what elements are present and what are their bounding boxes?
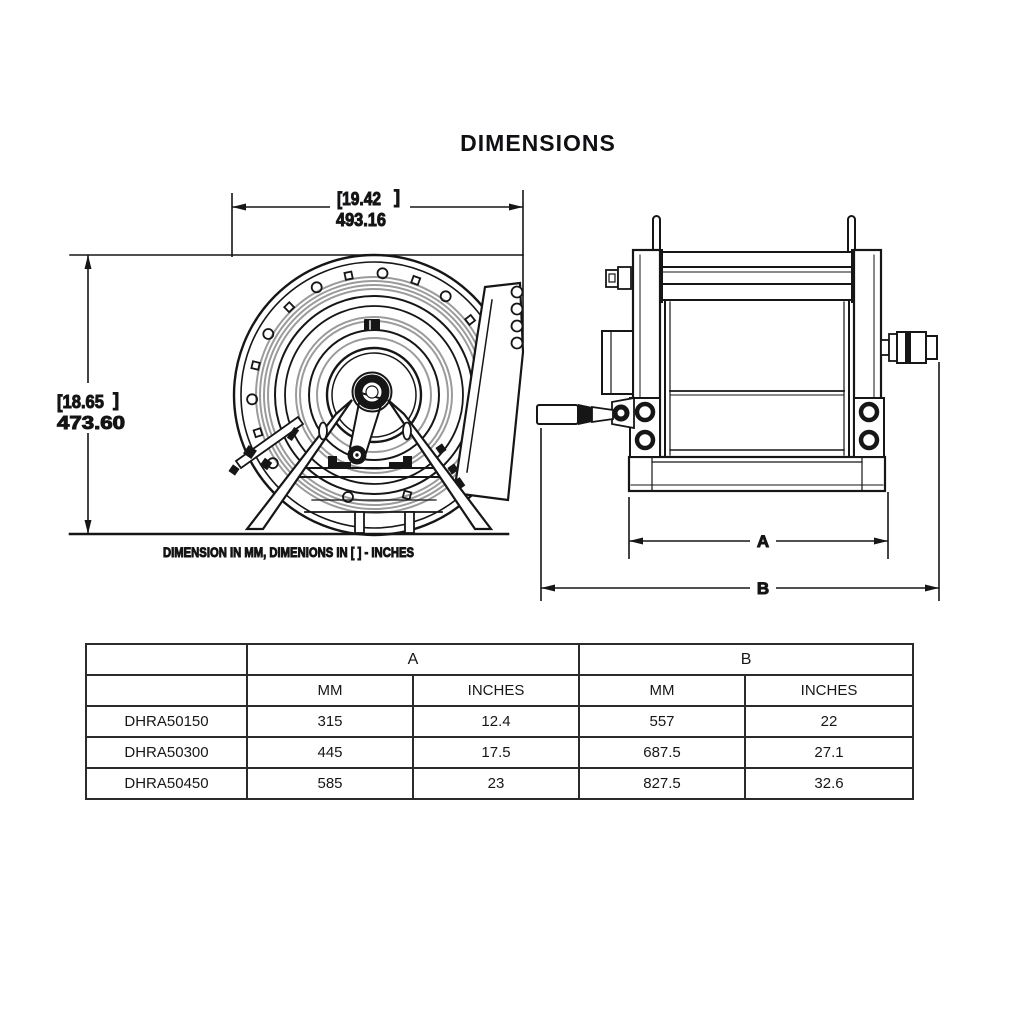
width-dim-mm: 493.16 xyxy=(336,210,386,230)
width-dim-bracket: ] xyxy=(394,187,400,207)
model-cell: DHRA50300 xyxy=(85,736,248,769)
front-view-dimensions: [19.42 ] 493.16 [18.65 ] 473.60 DIMENSIO… xyxy=(57,187,524,561)
corner-bolt-plates xyxy=(629,397,885,458)
height-dim-mm: 473.60 xyxy=(57,413,125,433)
value-cell: 827.5 xyxy=(578,767,747,800)
subheader-a-mm: MM xyxy=(246,674,414,707)
mounting-bracket xyxy=(452,281,525,502)
side-view-drawing xyxy=(536,215,938,493)
value-cell: 12.4 xyxy=(411,705,581,738)
dim-b-label: B xyxy=(757,579,769,598)
value-cell: 687.5 xyxy=(578,736,747,769)
empty-header-cell xyxy=(85,674,248,707)
axle-crossbar xyxy=(299,456,443,513)
table-row: DHRA50300 445 17.5 687.5 27.1 xyxy=(85,736,915,769)
crank-arm xyxy=(347,371,393,465)
side-view-dimensions: A B xyxy=(540,362,940,601)
group-header-b: B xyxy=(578,643,915,676)
table-row: DHRA50450 585 23 827.5 32.6 xyxy=(85,767,915,800)
flange-bolt-holes xyxy=(246,267,477,503)
value-cell: 32.6 xyxy=(744,767,915,800)
model-cell: DHRA50150 xyxy=(85,705,248,738)
width-dim-inches: [19.42 xyxy=(337,189,381,209)
height-dim-inches: [18.65 xyxy=(57,392,104,412)
hose-clamp xyxy=(364,319,380,331)
units-caption: DIMENSION IN MM, DIMENIONS IN [ ] - INCH… xyxy=(163,544,414,560)
table-row: DHRA50150 315 12.4 557 22 xyxy=(85,705,915,738)
group-header-a: A xyxy=(245,643,581,676)
latch-assembly xyxy=(228,415,305,476)
value-cell: 585 xyxy=(246,767,414,800)
ratchet-pawl xyxy=(435,443,466,489)
page-title: DIMENSIONS xyxy=(460,130,616,156)
dim-a-label: A xyxy=(757,532,769,551)
drum xyxy=(664,301,850,456)
crank-handle xyxy=(536,396,635,430)
value-cell: 445 xyxy=(246,736,414,769)
table-subheader-row: MM INCHES MM INCHES xyxy=(85,674,915,707)
subheader-b-mm: MM xyxy=(578,674,747,707)
front-view-drawing xyxy=(68,253,525,537)
value-cell: 315 xyxy=(246,705,414,738)
left-fittings xyxy=(601,266,634,395)
value-cell: 557 xyxy=(578,705,747,738)
height-dim-bracket: ] xyxy=(113,390,119,410)
swivel-inlet-fitting xyxy=(880,331,938,364)
value-cell: 23 xyxy=(411,767,581,800)
base-frame xyxy=(627,455,887,493)
subheader-b-inches: INCHES xyxy=(744,674,915,707)
model-cell: DHRA50450 xyxy=(85,767,248,800)
top-roller-assembly xyxy=(633,249,881,303)
value-cell: 17.5 xyxy=(411,736,581,769)
dimension-table: A B MM INCHES MM INCHES DHRA50150 315 12… xyxy=(85,643,915,800)
table-group-header-row: A B xyxy=(85,643,915,676)
value-cell: 27.1 xyxy=(744,736,915,769)
value-cell: 22 xyxy=(744,705,915,738)
empty-header-cell xyxy=(85,643,248,676)
subheader-a-inches: INCHES xyxy=(411,674,581,707)
